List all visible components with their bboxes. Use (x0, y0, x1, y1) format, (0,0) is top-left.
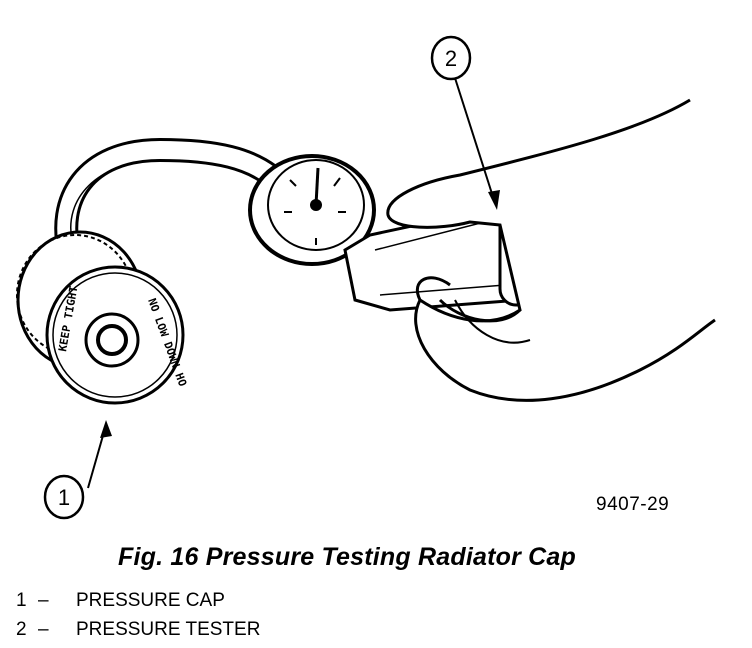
pressure-cap: NO LOW DOWN HO KEEP TIGHT (16, 230, 189, 405)
legend-item: 1– PRESSURE CAP (16, 586, 260, 615)
callout-2-label: 2 (445, 46, 457, 71)
legend-label: PRESSURE CAP (76, 590, 225, 611)
callout-1-label: 1 (58, 485, 70, 510)
legend-label: PRESSURE TESTER (76, 619, 261, 640)
legend-number: 1 (16, 590, 27, 611)
legend-separator: – (38, 590, 49, 611)
hand (386, 98, 716, 402)
figure-caption: Fig. 16 Pressure Testing Radiator Cap (118, 543, 576, 571)
pressure-test-illustration: NO LOW DOWN HO KEEP TIGHT (16, 35, 716, 520)
callout-2: 2 (430, 35, 500, 210)
tester-hose (54, 137, 278, 259)
figure-code: 9407-29 (596, 494, 670, 515)
pressure-gauge (248, 154, 376, 266)
legend: 1– PRESSURE CAP 2– PRESSURE TESTER (16, 586, 260, 644)
legend-number: 2 (16, 619, 27, 640)
legend-separator: – (38, 619, 49, 640)
callout-1: 1 (43, 420, 112, 520)
legend-item: 2– PRESSURE TESTER (16, 615, 260, 644)
